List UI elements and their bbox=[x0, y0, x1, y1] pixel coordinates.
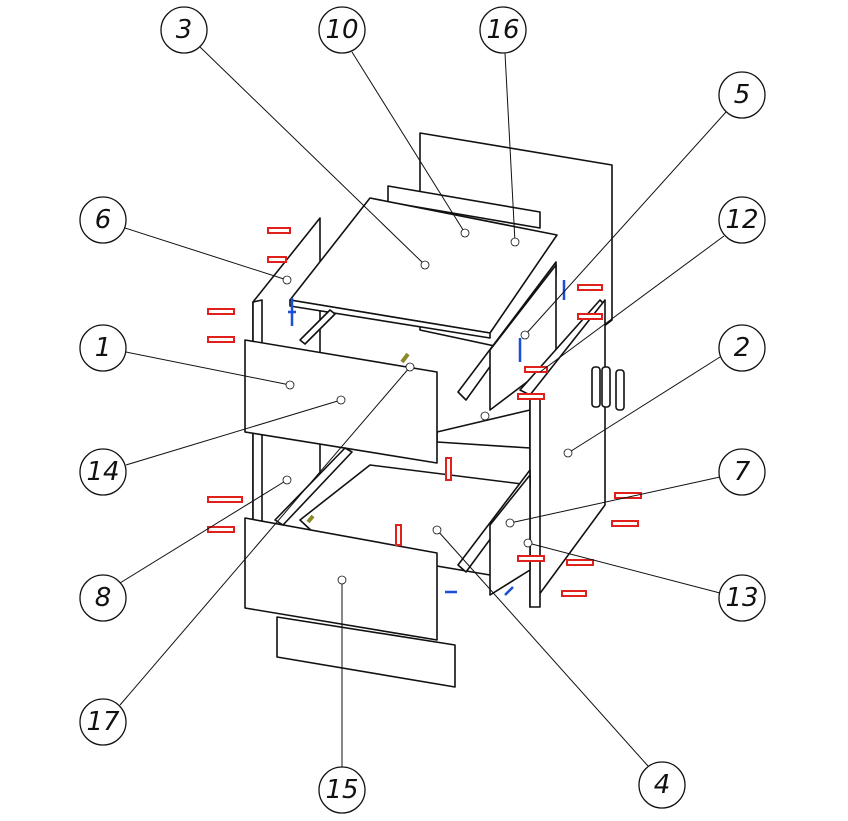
top-panel-edge bbox=[289, 299, 491, 339]
svg-text:5: 5 bbox=[734, 80, 751, 110]
screw-icon bbox=[611, 520, 639, 527]
callout-7: 7 bbox=[718, 448, 766, 496]
svg-text:14: 14 bbox=[86, 457, 119, 487]
rear-rail-top bbox=[387, 185, 541, 229]
svg-text:13: 13 bbox=[725, 583, 758, 613]
callout-17: 17 bbox=[79, 698, 127, 746]
svg-text:4: 4 bbox=[654, 770, 671, 800]
svg-text:2: 2 bbox=[734, 333, 751, 363]
lower-drawer-side-right bbox=[489, 474, 531, 596]
anchor-points bbox=[282, 228, 573, 585]
leader-lines bbox=[119, 46, 727, 767]
runner-17b bbox=[299, 309, 336, 345]
cabinet-parts bbox=[244, 132, 625, 688]
callout-10: 10 bbox=[318, 6, 366, 54]
callout-8: 8 bbox=[79, 574, 127, 622]
hinge-icon bbox=[288, 280, 566, 596]
dowel-icon bbox=[400, 352, 410, 364]
callout-5: 5 bbox=[718, 71, 766, 119]
screw-icon bbox=[207, 496, 243, 503]
screw-icon bbox=[207, 526, 235, 533]
svg-text:3: 3 bbox=[176, 15, 193, 45]
svg-text:15: 15 bbox=[325, 775, 358, 805]
handle-3 bbox=[615, 369, 625, 411]
screw-icon bbox=[517, 393, 545, 400]
handle-2 bbox=[601, 366, 611, 408]
runner-17 bbox=[274, 447, 353, 526]
screw-icon bbox=[267, 227, 291, 234]
screw-icon bbox=[561, 590, 587, 597]
svg-text:17: 17 bbox=[86, 707, 120, 737]
callout-14: 14 bbox=[79, 448, 127, 496]
callout-15: 15 bbox=[318, 766, 366, 814]
svg-text:8: 8 bbox=[95, 583, 112, 613]
plinth bbox=[276, 616, 456, 688]
svg-text:6: 6 bbox=[95, 205, 112, 235]
screw-icon bbox=[395, 524, 402, 546]
callout-16: 16 bbox=[479, 6, 527, 54]
callout-13: 13 bbox=[718, 574, 766, 622]
handle-1 bbox=[591, 366, 601, 408]
fasteners bbox=[207, 227, 642, 597]
screw-icon bbox=[524, 366, 548, 373]
screw-icon bbox=[207, 336, 235, 343]
screw-icon bbox=[445, 457, 452, 481]
screw-icon bbox=[517, 555, 545, 562]
svg-text:12: 12 bbox=[725, 205, 758, 235]
screw-icon bbox=[577, 313, 603, 320]
callout-12: 12 bbox=[718, 196, 766, 244]
right-side-edge bbox=[529, 394, 541, 608]
callout-4: 4 bbox=[638, 761, 686, 809]
callout-2: 2 bbox=[718, 324, 766, 372]
callout-6: 6 bbox=[79, 196, 127, 244]
dowel-icon bbox=[306, 514, 315, 524]
screw-icon bbox=[207, 308, 235, 315]
screw-icon bbox=[267, 256, 287, 263]
callout-3: 3 bbox=[160, 6, 208, 54]
svg-text:7: 7 bbox=[734, 457, 751, 487]
callout-1: 1 bbox=[79, 324, 127, 372]
screw-icon bbox=[577, 284, 603, 291]
svg-text:10: 10 bbox=[325, 15, 358, 45]
screw-icon bbox=[566, 559, 594, 566]
svg-text:16: 16 bbox=[486, 15, 519, 45]
screw-icon bbox=[614, 492, 642, 499]
svg-text:1: 1 bbox=[95, 333, 112, 363]
